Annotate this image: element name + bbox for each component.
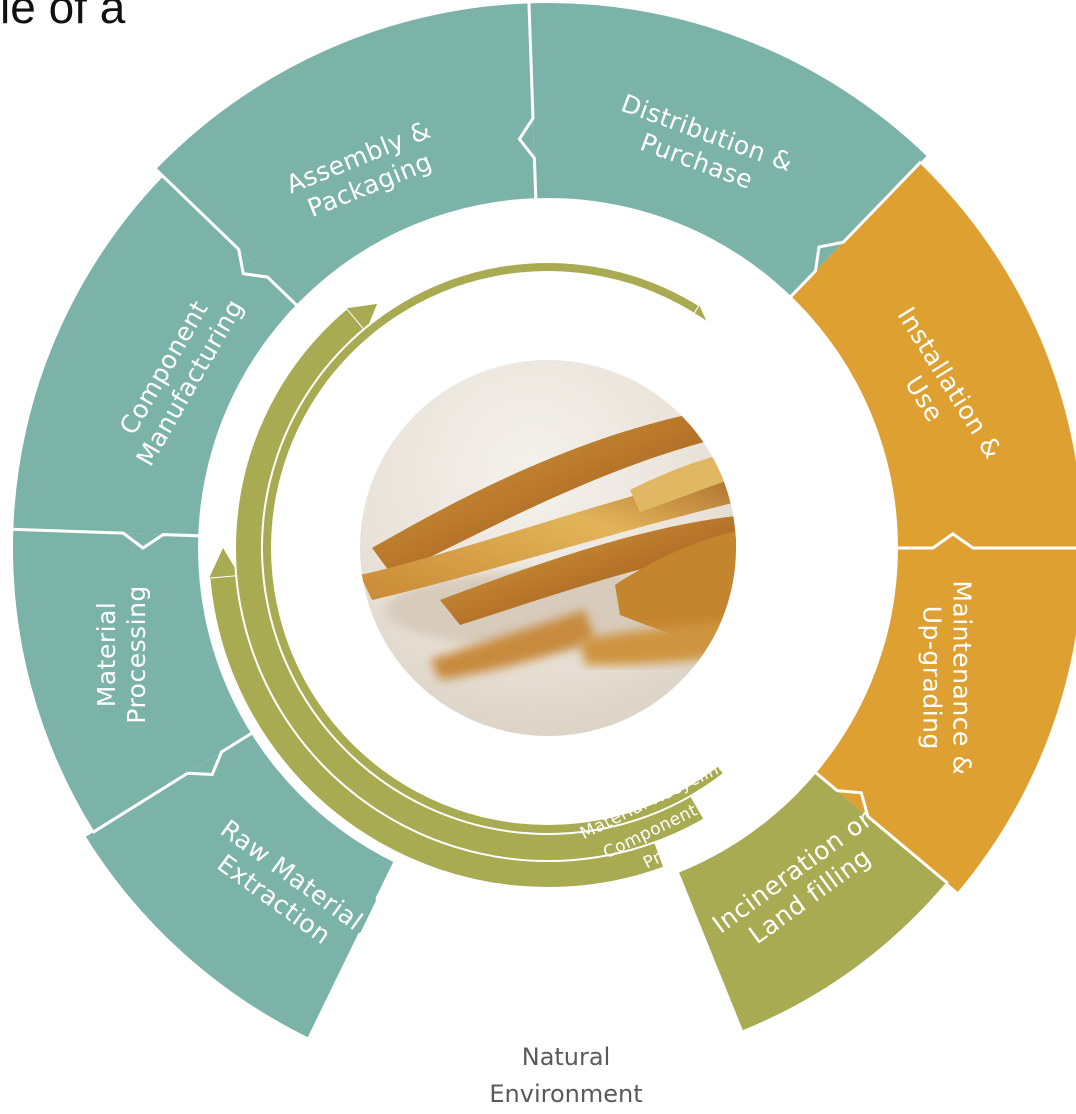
stage-label-maintenance: Maintenance &Up-grading: [917, 580, 976, 775]
segment-divider: [306, 792, 430, 1041]
environment-line: Natural: [522, 1043, 611, 1071]
segment-divider: [821, 532, 1076, 550]
environment-label: Natural Environment: [489, 1043, 642, 1108]
segment-divider: [11, 527, 276, 550]
segment-divider: [517, 1, 540, 276]
stage-label-line: Processing: [122, 585, 151, 724]
loop-arrowhead: [346, 303, 378, 332]
stage-label-line: Up-grading: [917, 606, 946, 750]
stage-label-line: Maintenance &: [947, 580, 976, 775]
loop-arrowhead: [209, 548, 240, 578]
environment-line: Environment: [489, 1080, 642, 1108]
segment-divider: [736, 160, 923, 353]
header-fragment: le of a: [0, 0, 126, 33]
center-photo: [271, 271, 825, 825]
stage-label-line: Material: [92, 602, 121, 708]
fries-photo-icon: [360, 412, 736, 680]
segment-divider: [91, 691, 318, 834]
segment-divider: [153, 166, 353, 360]
segment-divider: [756, 722, 949, 885]
